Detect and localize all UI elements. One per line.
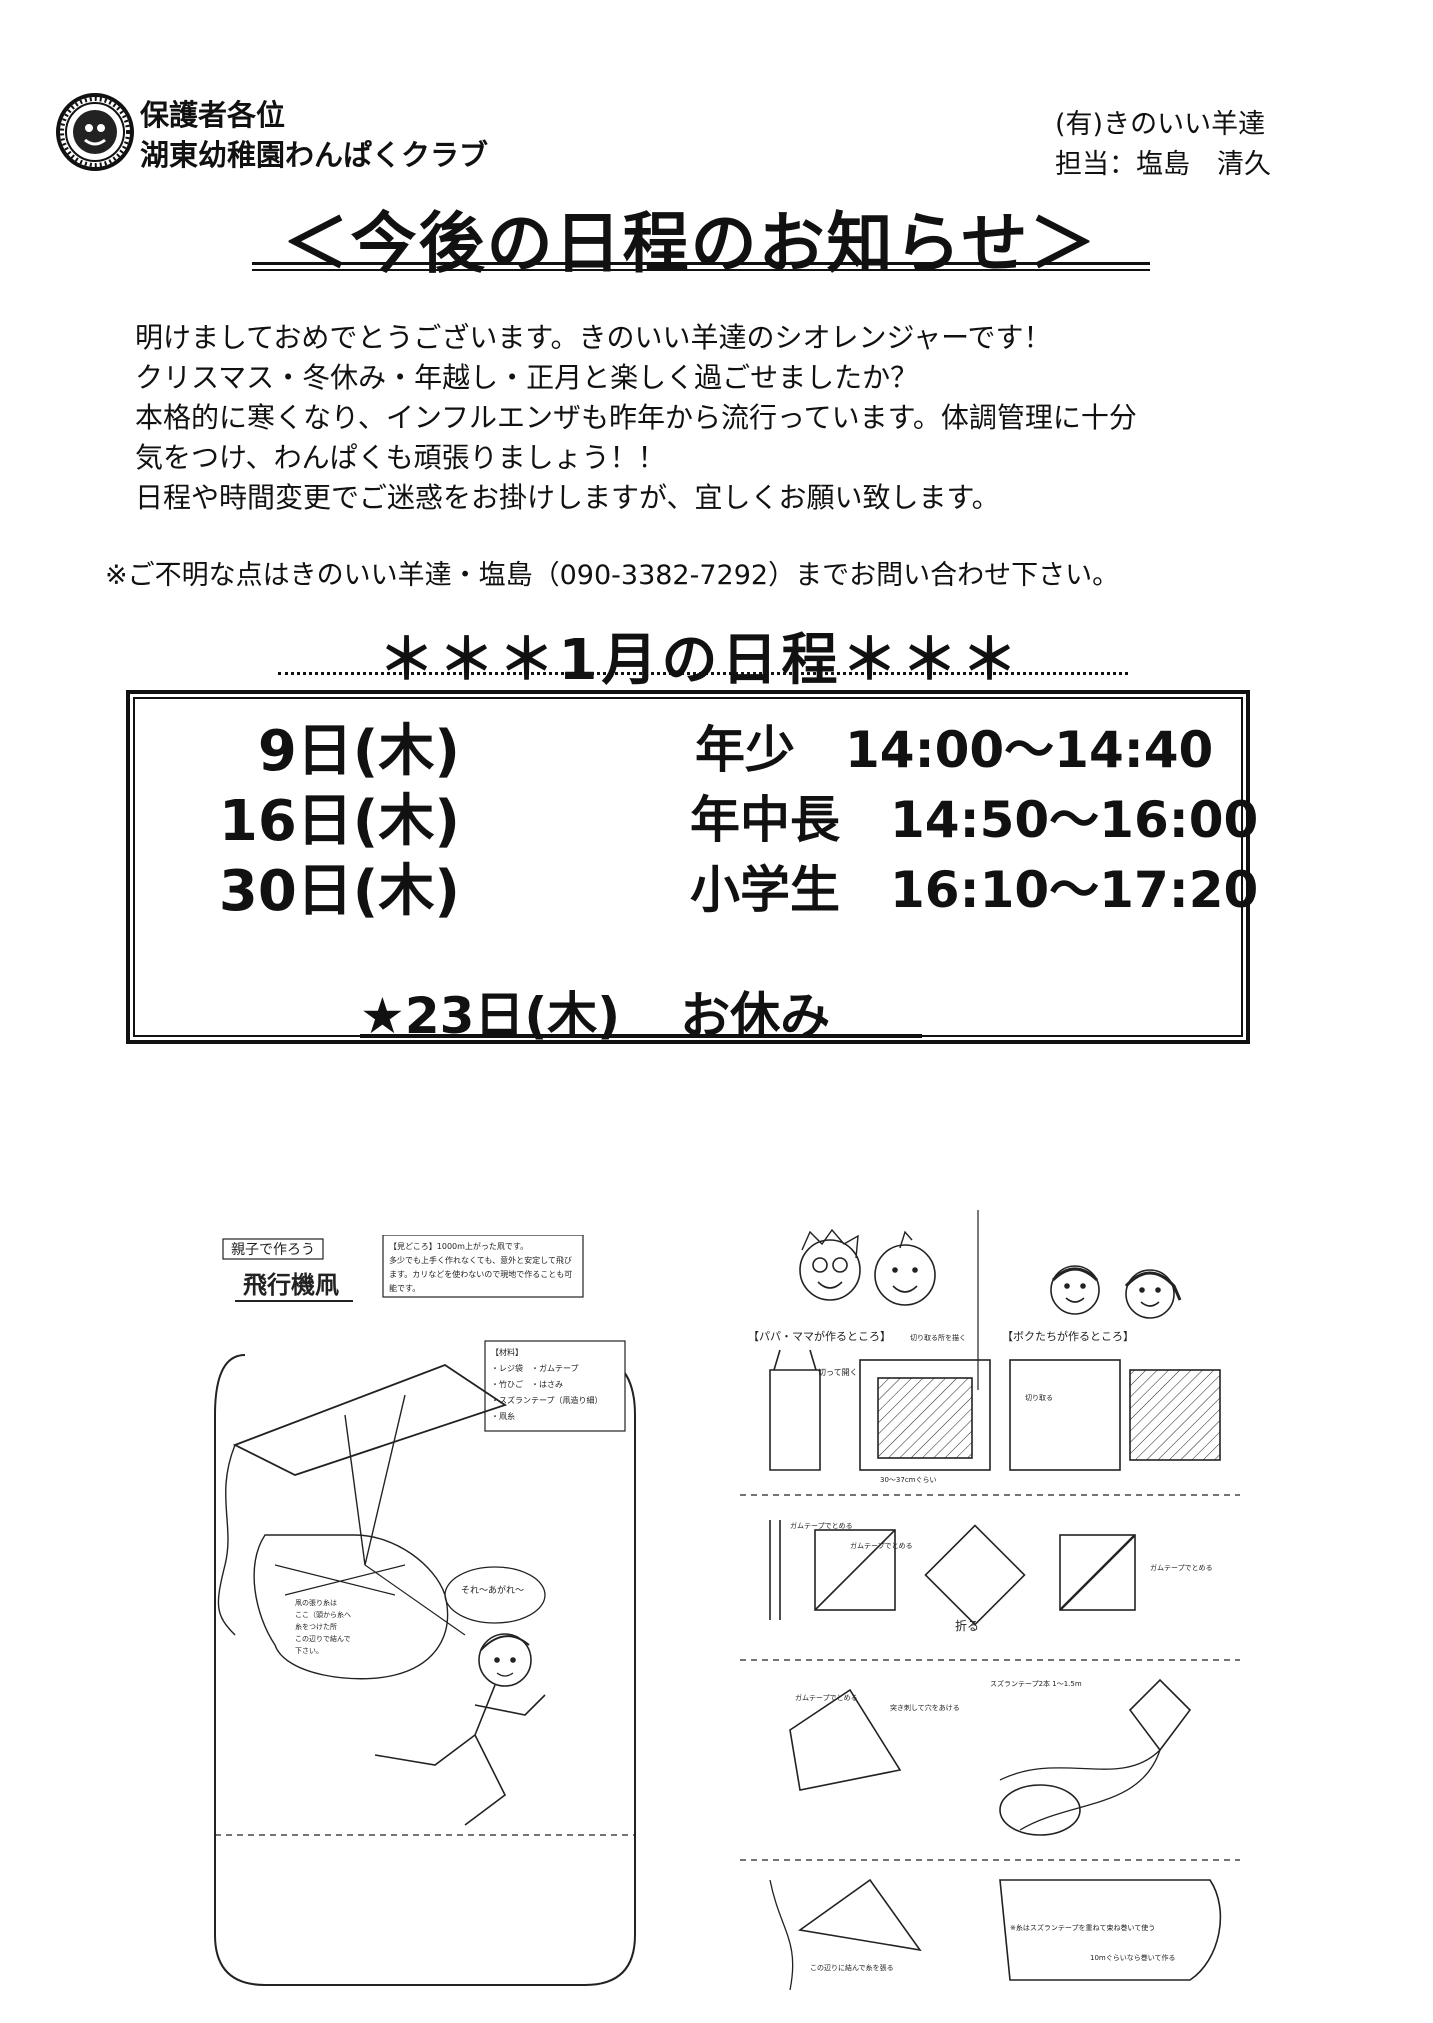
kite-caption-line: 下さい。 [295,1647,323,1655]
materials-title: 【材料】 [491,1347,523,1357]
schedule-description: 年中長 14:50～16:00 [690,791,1259,849]
kite-caption-line: 凧の張り糸は [295,1598,337,1607]
materials-item: ・レジ袋 ・ガムテープ [491,1363,579,1373]
kite-note-line: 多少でも上手く作れなくても、意外と安定して飛び [389,1255,572,1265]
title-underline [252,262,1150,265]
kite-caption-line: この辺りで結んで [295,1634,351,1643]
size-label: 30～37cmぐらい [880,1476,936,1484]
intro-line: 気をつけ、わんぱくも頑張りましょう！！ [135,441,666,474]
contact-person: 担当：塩島 清久 [1055,149,1271,180]
contact-notice: ※ご不明な点はきのいい羊達・塩島（090-3382-7292）までお問い合わせ下… [105,560,1120,591]
kite-caption-line: ここ（頭から糸へ [295,1610,351,1619]
kids-label: 【ボクたちが作るところ】 [1002,1329,1134,1343]
kite-tag: 親子で作ろう [231,1242,315,1258]
schedule-date: 30日(木) [218,859,460,924]
kite-note-line: 能です。 [389,1283,420,1293]
cut-label-1: 切って開く [818,1368,858,1377]
holiday-underline [360,1034,922,1038]
month-title-dotted-rule [278,672,1128,675]
length-label: 10mぐらいなら巻いて作る [1090,1953,1176,1962]
schedule-date: 16日(木) [218,789,460,854]
kite-illustration-left: 親子で作ろう 飛行機凧 【見どころ】1000m上がった凧です。 多少でも上手く作… [214,1235,636,1986]
tape-label-3: ガムテープでとめる [795,1693,858,1702]
kite-caption-line: 糸をつけた所 [295,1622,337,1631]
kite-process-illustration: 【パパ・ママが作るところ】 【ボクたちが作るところ】 切って開く 切り取る所を描… [740,1210,1240,1991]
club-logo-seal [56,93,134,171]
tail-label: スズランテープ2本 1～1.5m [990,1679,1082,1688]
tip-label: この辺りに結んで糸を張る [810,1963,894,1972]
materials-item: ・スズランテープ（凧造り細） [491,1395,603,1405]
cut-label-3: 切り取る [1025,1394,1053,1402]
kite-name: 飛行機凧 [243,1271,339,1299]
intro-line: 明けましておめでとうございます。きのいい羊達のシオレンジャーです！ [135,321,1052,354]
cut-label-2: 切り取る所を描く [910,1333,966,1342]
schedule-description: 小学生 16:10～17:20 [690,861,1259,919]
company-name: (有)きのいい羊達 [1055,109,1266,140]
parents-label: 【パパ・ママが作るところ】 [748,1329,891,1343]
note-label: ※糸はスズランテープを重ねて束ね巻いて使う [1010,1923,1155,1932]
intro-line: クリスマス・冬休み・年越し・正月と楽しく過ごせましたか？ [135,361,919,394]
recipient-line-1: 保護者各位 [140,98,286,132]
tape-label-2: ガムテープでとめる [1150,1563,1213,1572]
intro-paragraph: 明けましておめでとうございます。きのいい羊達のシオレンジャーです！ クリスマス・… [135,318,1265,518]
title-underline-2 [252,269,1150,271]
intro-line: 本格的に寒くなり、インフルエンザも昨年から流行っています。体調管理に十分 [135,401,1137,434]
recipient-line-2: 湖東幼稚園わんぱくクラブ [140,138,489,172]
bamboo-label: ガムテープでとめる [790,1521,853,1530]
schedule-date: 9日(木) [257,719,460,784]
materials-item: ・凧糸 [491,1411,515,1421]
pierce-label: 突き刺して穴をあける [890,1703,960,1712]
intro-line: 日程や時間変更でご迷惑をお掛けしますが、宜しくお願い致します。 [135,481,1000,514]
kite-note-line: 【見どころ】1000m上がった凧です。 [389,1241,528,1251]
schedule-description: 年少 14:00～14:40 [695,721,1214,779]
materials-item: ・竹ひご ・はさみ [491,1379,563,1389]
fold-label: 折る [955,1618,979,1633]
month-schedule-title: ＊＊＊1月の日程＊＊＊ [378,628,1022,693]
kite-note-line: ます。カリなどを使わないので現地で作ることも可 [389,1269,572,1279]
tape-label-1: ガムテープでとめる [850,1541,913,1550]
schedule-box [126,690,1250,1044]
speech-bubble: それ～あがれ～ [461,1584,524,1596]
page-title: ＜今後の日程のお知らせ＞ [282,205,1098,282]
